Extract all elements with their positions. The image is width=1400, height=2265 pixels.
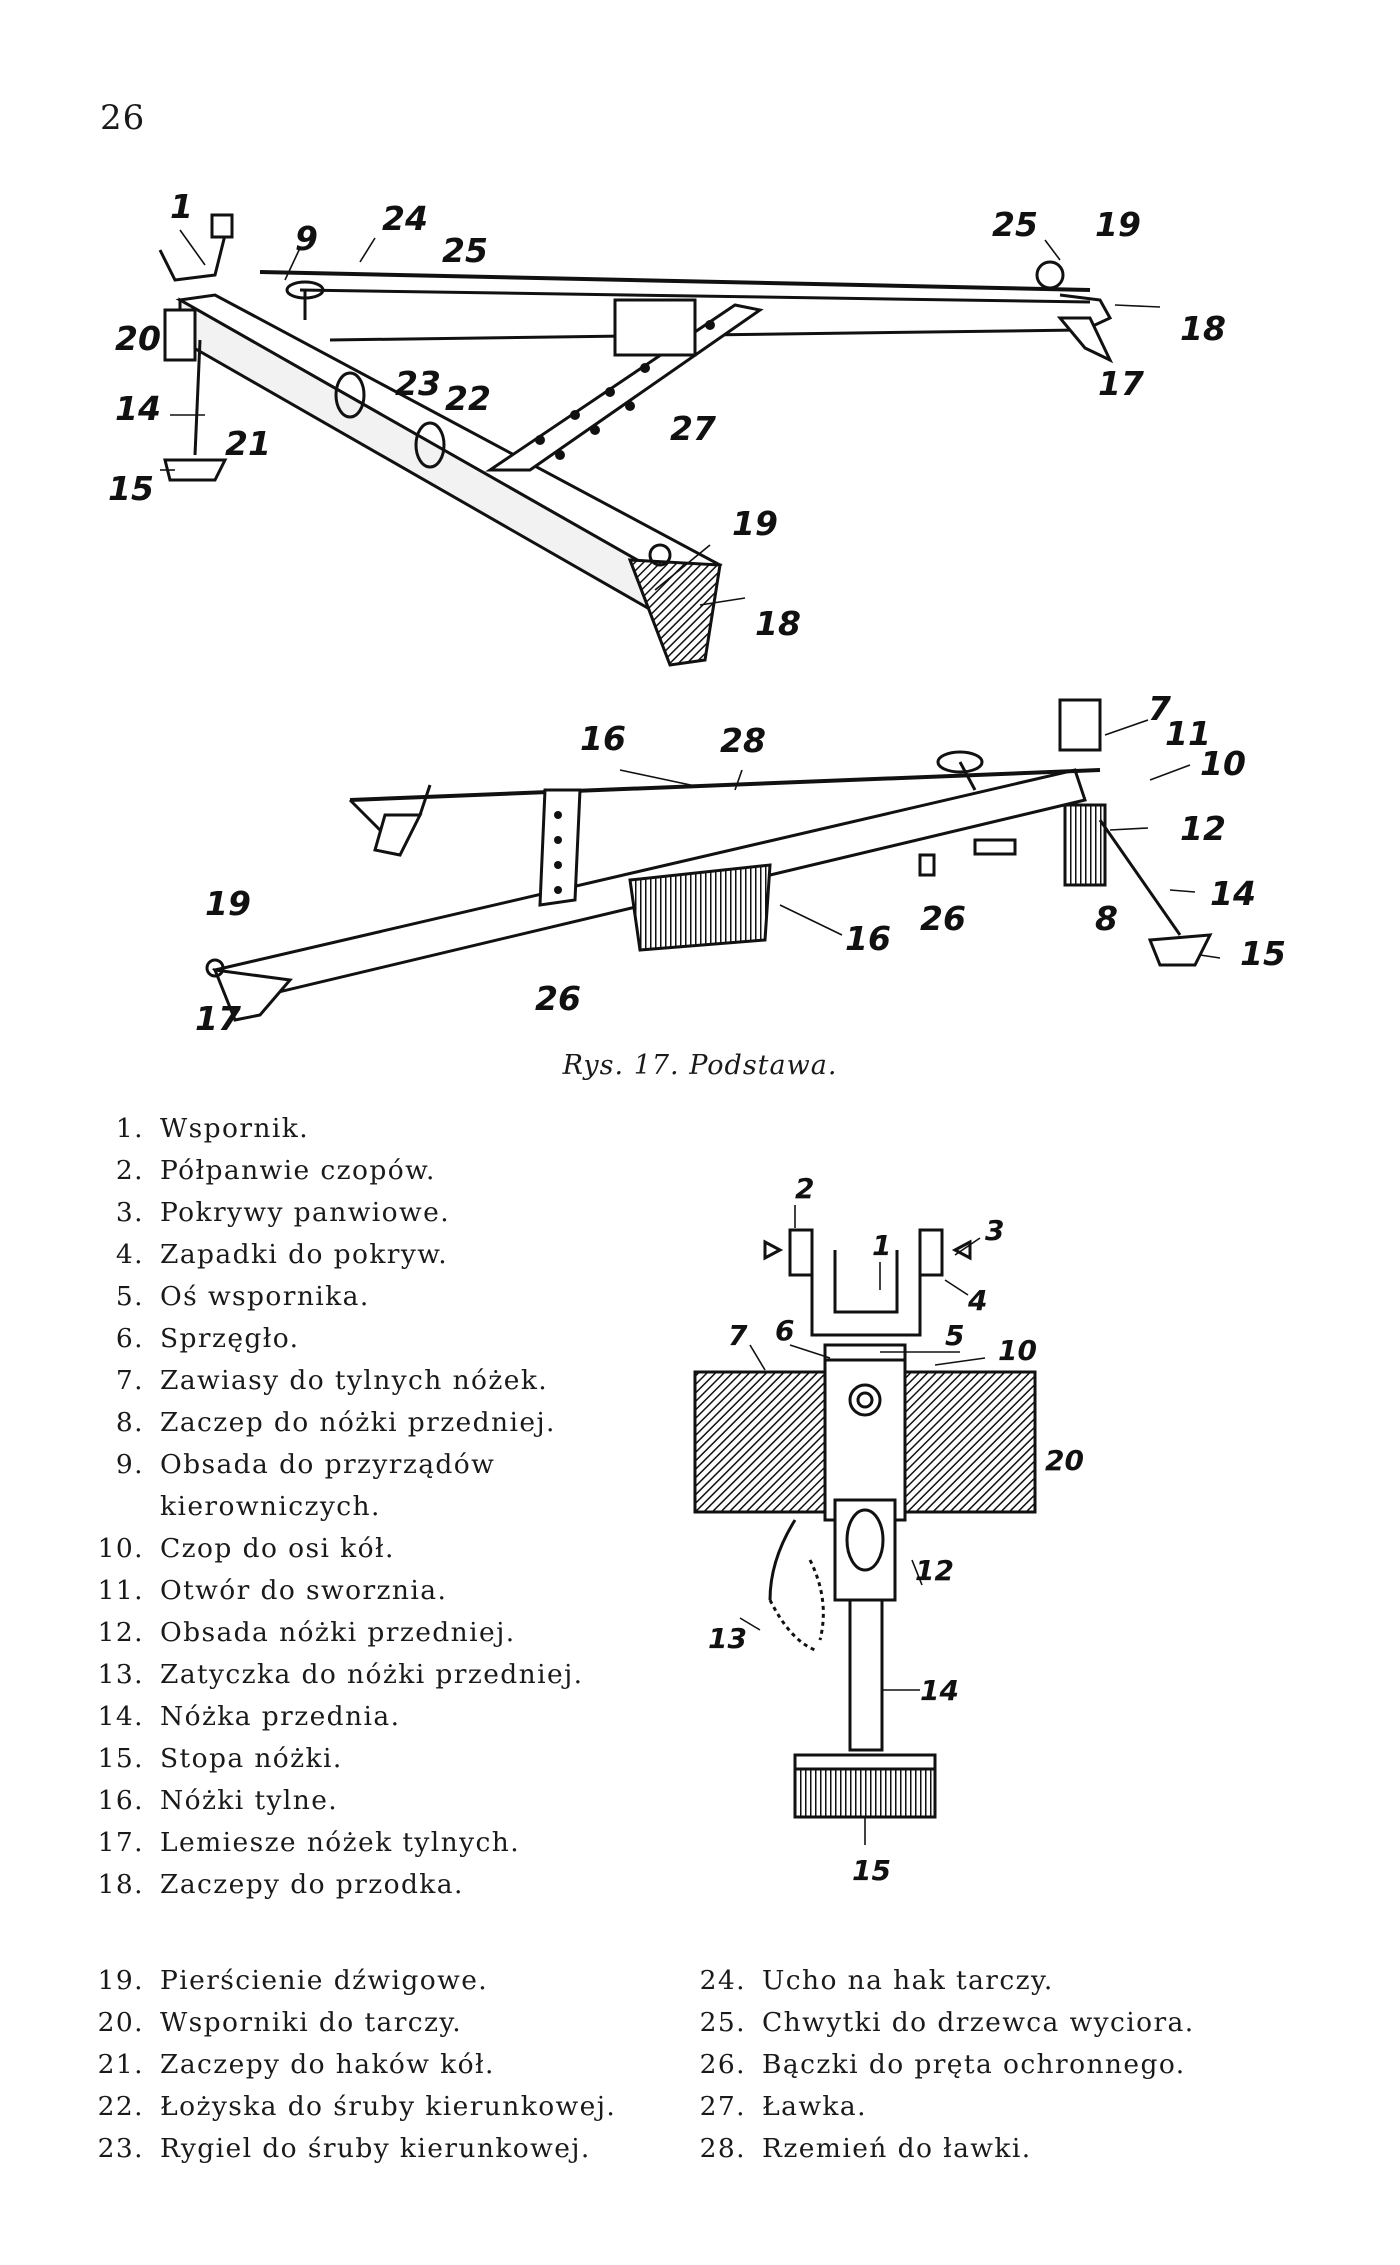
legend-list-bottom-right: 24.Ucho na hak tarczy. 25.Chwytki do drz…: [688, 1960, 1308, 2170]
mid-callout-11: 11: [1165, 714, 1211, 753]
legend-item: 17.Lemiesze nóżek tylnych.: [97, 1827, 521, 1858]
right-callout-5: 5: [945, 1319, 964, 1352]
right-callout-3: 3: [985, 1214, 1004, 1247]
legend-item: 5.Oś wspornika.: [115, 1281, 370, 1312]
front-spade-top: [627, 558, 722, 667]
mid-callout-26a: 26: [920, 899, 966, 938]
top-callout-24: 24: [382, 199, 428, 238]
right-callout-15: 15: [852, 1854, 891, 1887]
legend-item: 16.Nóżki tylne.: [97, 1785, 339, 1816]
top-callout-25b: 25: [992, 205, 1038, 244]
legend-item: 21.Zaczepy do haków kół.: [97, 2049, 495, 2080]
legend-item: 10.Czop do osi kół.: [97, 1533, 395, 1564]
legend-item: 11.Otwór do sworznia.: [97, 1575, 448, 1606]
right-callout-7: 7: [728, 1319, 748, 1352]
trail-top-view: [158, 213, 1161, 667]
top-callout-17: 17: [1098, 364, 1144, 403]
legend-item: 25.Chwytki do drzewca wyciora.: [699, 2007, 1195, 2038]
right-callout-1: 1: [872, 1229, 891, 1262]
legend-item: 20.Wsporniki do tarczy.: [97, 2007, 463, 2038]
top-callout-23: 23: [395, 364, 441, 403]
legend-item: 12.Obsada nóżki przedniej.: [97, 1617, 516, 1648]
legend-item: 28.Rzemień do ławki.: [699, 2133, 1032, 2164]
mid-callout-19: 19: [205, 884, 251, 923]
figure-caption: Rys. 17. Podstawa.: [562, 1050, 838, 1081]
top-callout-18b: 18: [755, 604, 801, 643]
legend-item: 24.Ucho na hak tarczy.: [699, 1965, 1054, 1996]
mid-callout-12: 12: [1180, 809, 1226, 848]
mid-callout-14: 14: [1210, 874, 1256, 913]
legend-item: 9.Obsada do przyrządów kierowniczych.: [115, 1449, 496, 1522]
top-callout-15: 15: [108, 469, 154, 508]
legend-item: 8.Zaczep do nóżki przedniej.: [115, 1407, 556, 1438]
mid-callout-26b: 26: [535, 979, 581, 1018]
top-callout-19a: 19: [1095, 205, 1141, 244]
mid-callout-7: 7: [1148, 689, 1171, 728]
top-callout-18a: 18: [1180, 309, 1226, 348]
bracket-hatched-right: [903, 1370, 1037, 1514]
right-callout-2: 2: [795, 1172, 814, 1205]
legend-item: 14.Nóżka przednia.: [97, 1701, 401, 1732]
legend-item: 2.Półpanwie czopów.: [115, 1155, 436, 1186]
top-callout-1: 1: [170, 187, 193, 226]
top-callout-20: 20: [115, 319, 161, 358]
right-callout-12: 12: [915, 1554, 954, 1587]
top-callout-14: 14: [115, 389, 161, 428]
legend-item: 4.Zapadki do pokryw.: [115, 1239, 449, 1270]
trail-middle-view: [205, 698, 1221, 1022]
bracket-plan-view: [693, 1205, 1037, 1845]
legend-item: 3.Pokrywy panwiowe.: [115, 1197, 451, 1228]
top-callout-27: 27: [670, 409, 716, 448]
legend-item: 23.Rygiel do śruby kierunkowej.: [97, 2133, 591, 2164]
right-callout-20: 20: [1045, 1444, 1084, 1477]
right-callout-6: 6: [775, 1314, 794, 1347]
legend-item: 15.Stopa nóżki.: [97, 1743, 343, 1774]
legend-item: 1.Wspornik.: [115, 1113, 310, 1144]
mid-callout-15: 15: [1240, 934, 1286, 973]
legend-item: 18.Zaczepy do przodka.: [97, 1869, 464, 1900]
top-callout-21: 21: [225, 424, 271, 463]
rear-spade-top: [1056, 316, 1114, 364]
right-callout-4: 4: [967, 1284, 987, 1317]
top-callout-22: 22: [445, 379, 491, 418]
bench-middle: [538, 788, 582, 907]
mid-callout-16b: 16: [845, 919, 891, 958]
mid-callout-28: 28: [720, 721, 766, 760]
mid-callout-16a: 16: [580, 719, 626, 758]
legend-item: 22.Łożyska do śruby kierunkowej.: [97, 2091, 617, 2122]
top-callout-19b: 19: [732, 504, 778, 543]
legend-item: 27.Ławka.: [699, 2091, 867, 2122]
mid-callout-17: 17: [195, 999, 241, 1038]
legend-list-main: 1.Wspornik. 2.Półpanwie czopów. 3.Pokryw…: [86, 1108, 686, 1906]
legend-item: 26.Bączki do pręta ochronnego.: [699, 2049, 1186, 2080]
right-callout-10: 10: [998, 1334, 1037, 1367]
page-number: 26: [100, 98, 146, 138]
mid-callout-10: 10: [1200, 744, 1246, 783]
legend-list-bottom-left: 19.Pierścienie dźwigowe. 20.Wsporniki do…: [86, 1960, 686, 2170]
bracket-hatched-left: [693, 1370, 827, 1514]
top-callout-9: 9: [295, 219, 318, 258]
legend-item: 19.Pierścienie dźwigowe.: [97, 1965, 489, 1996]
legend-item: 7.Zawiasy do tylnych nóżek.: [115, 1365, 549, 1396]
right-callout-14: 14: [920, 1674, 959, 1707]
top-callout-25a: 25: [442, 231, 488, 270]
mid-callout-8: 8: [1095, 899, 1118, 938]
legend-item: 13.Zatyczka do nóżki przedniej.: [97, 1659, 584, 1690]
legend-item: 6.Sprzęgło.: [115, 1323, 300, 1354]
right-callout-13: 13: [708, 1622, 747, 1655]
